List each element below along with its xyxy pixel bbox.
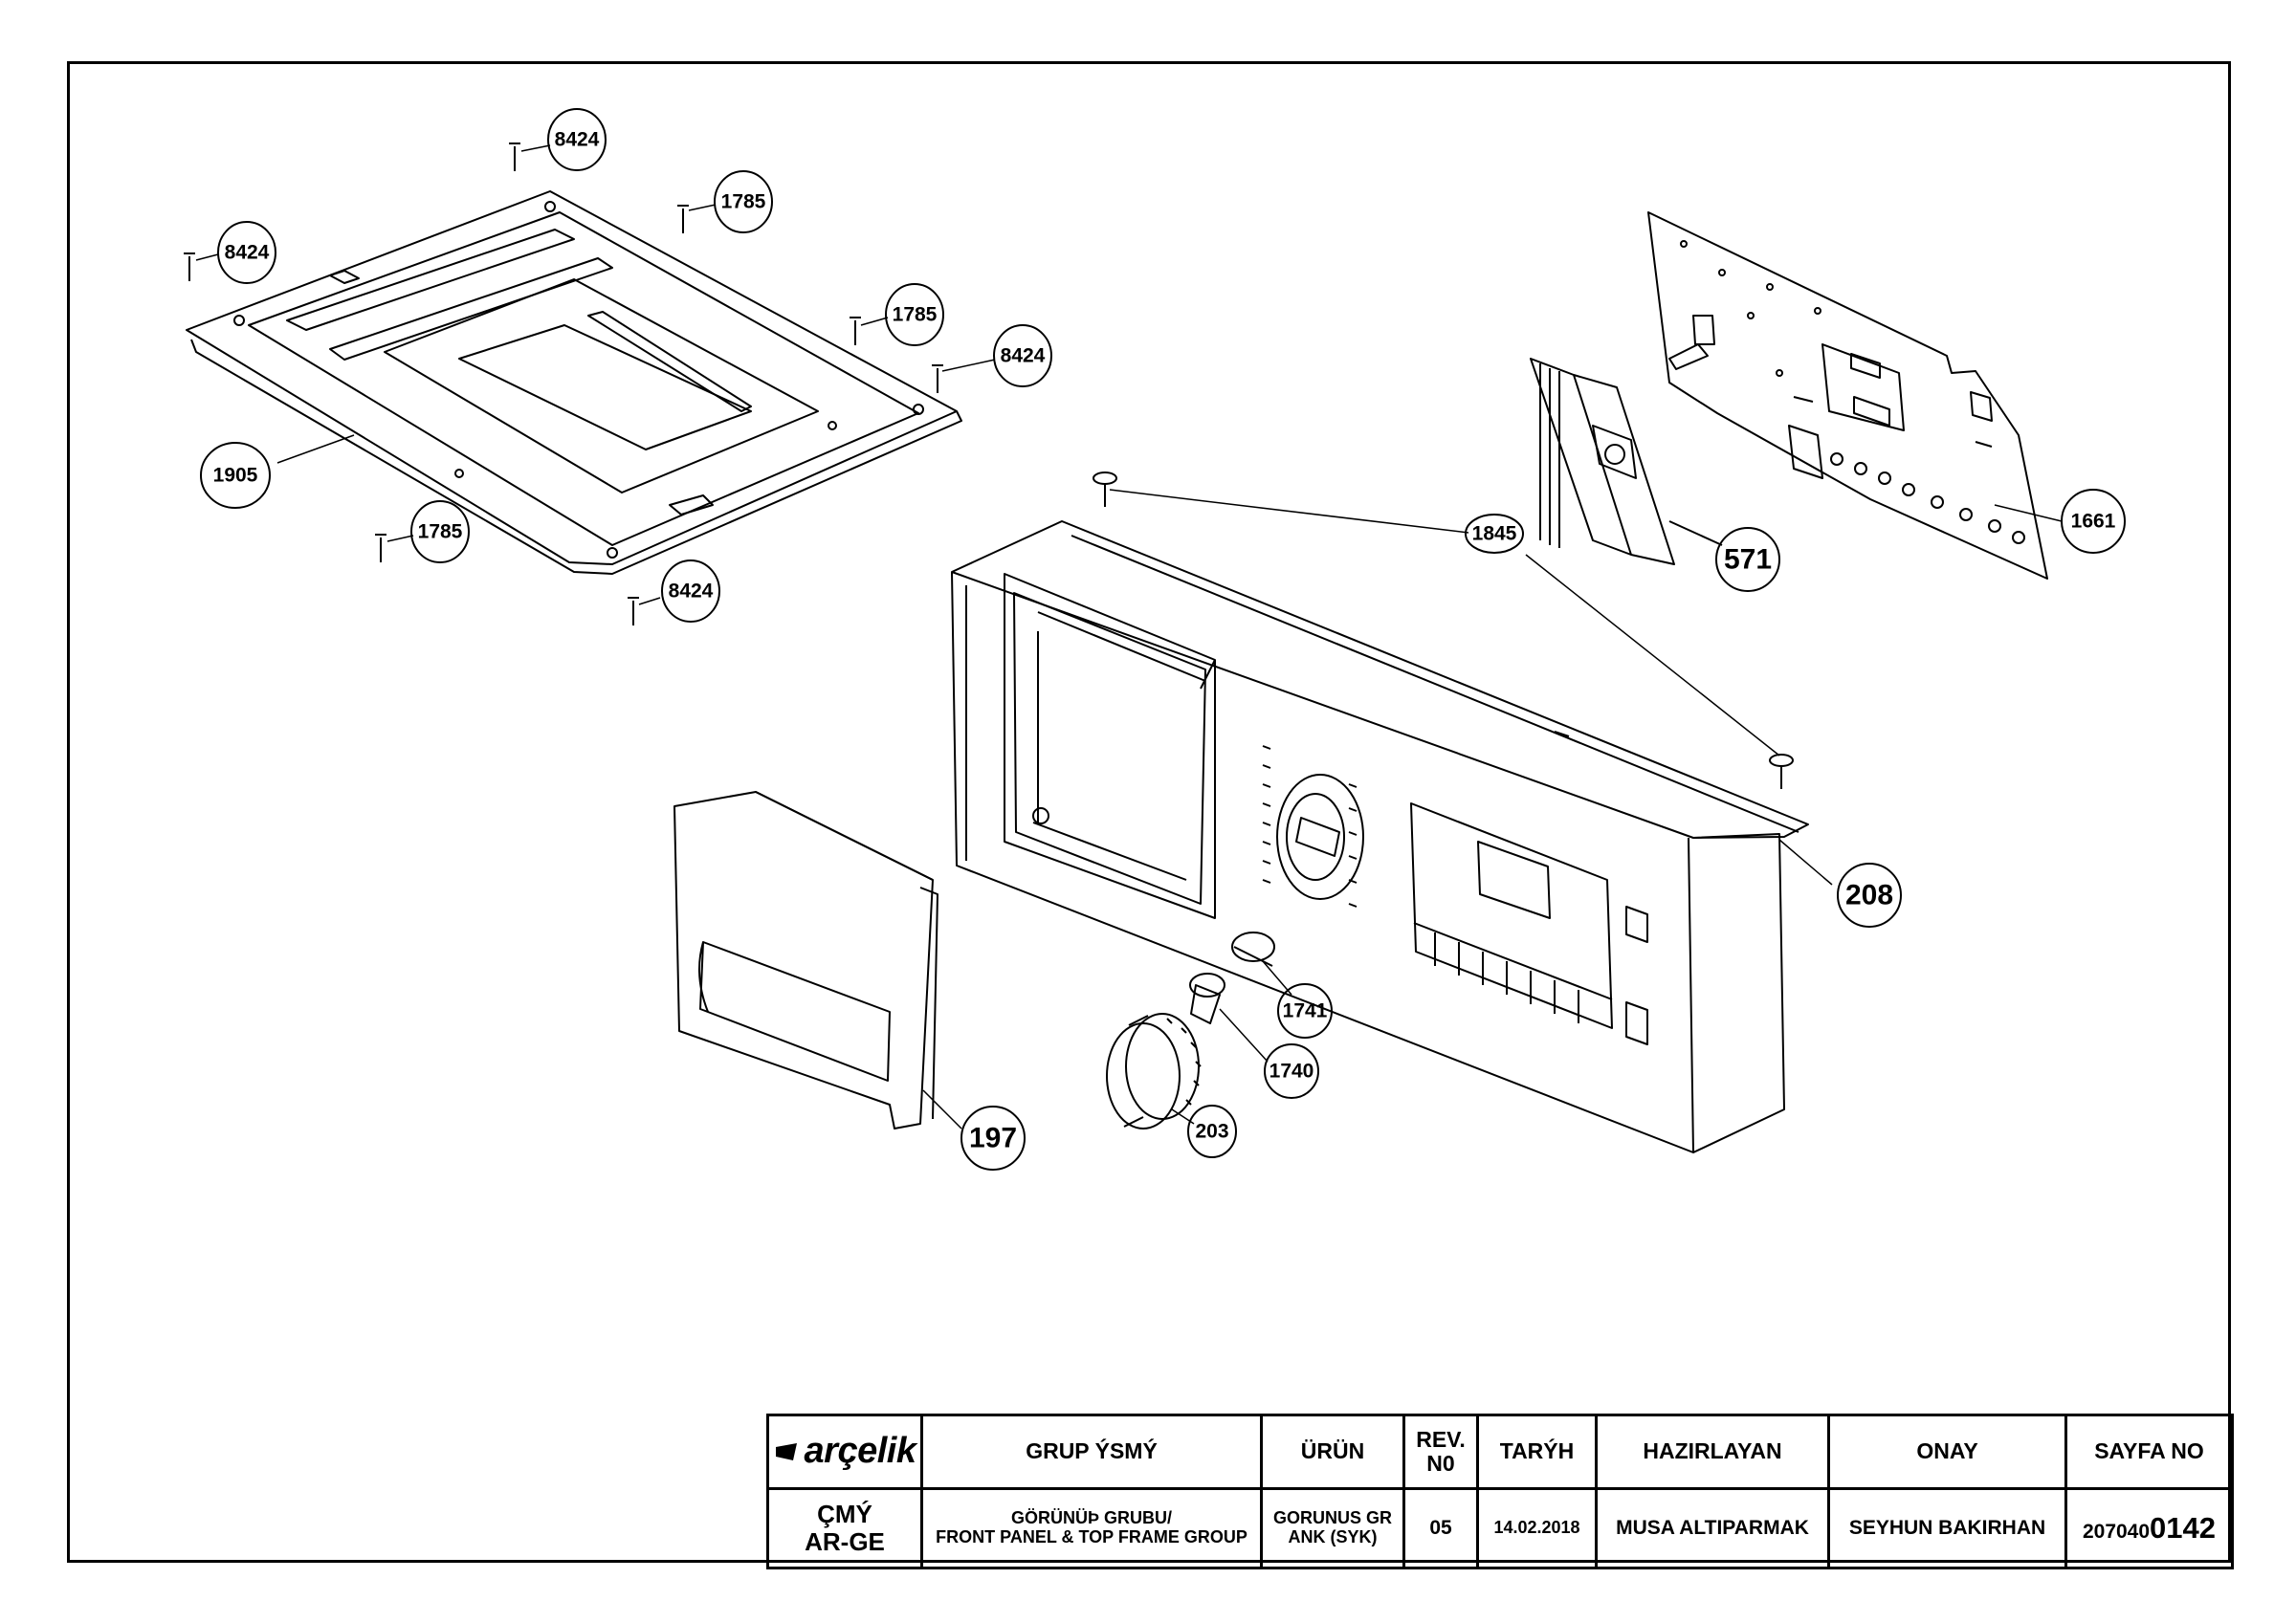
header-rev-no: REV. N0	[1402, 1414, 1479, 1490]
callout-1741: 1741	[1283, 1000, 1328, 1022]
group-name-cell: GÖRÜNÜÞ GRUBU/ FRONT PANEL & TOP FRAME G…	[920, 1487, 1263, 1569]
page-no-suffix: 0142	[2150, 1510, 2217, 1545]
program-knob	[1106, 1013, 1202, 1130]
header-date: TARÝH	[1476, 1414, 1598, 1490]
callout-1785-top: 1785	[721, 191, 766, 213]
product-cell: GORUNUS GR ANK (SYK)	[1260, 1487, 1405, 1569]
header-approval: ONAY	[1827, 1414, 2067, 1490]
callout-571: 571	[1724, 544, 1772, 576]
department-line1: ÇMÝ	[817, 1500, 872, 1529]
callout-1740: 1740	[1269, 1061, 1314, 1083]
knob-adapter-parts	[1189, 932, 1275, 1024]
product-line2: ANK (SYK)	[1288, 1527, 1378, 1546]
callout-8424-left: 8424	[225, 242, 270, 264]
department-cell: ÇMÝ AR-GE	[766, 1487, 923, 1569]
selector-bracket	[1530, 358, 1723, 565]
logo-text: arçelik	[804, 1431, 916, 1472]
callout-8424-bottom: 8424	[669, 581, 714, 603]
detergent-drawer-front	[673, 791, 938, 1130]
approval-cell: SEYHUN BAKIRHAN	[1827, 1487, 2067, 1569]
header-rev-line1: REV.	[1416, 1426, 1466, 1452]
callout-1905: 1905	[213, 465, 258, 487]
callout-1661: 1661	[2071, 511, 2116, 533]
header-rev-line2: N0	[1426, 1451, 1455, 1476]
date-cell: 14.02.2018	[1476, 1487, 1598, 1569]
header-product: ÜRÜN	[1260, 1414, 1405, 1490]
control-pcb	[1647, 211, 2048, 580]
control-panel-housing	[951, 520, 1809, 1153]
company-logo: arçelik	[766, 1414, 923, 1490]
header-group-name: GRUP ÝSMÝ	[920, 1414, 1263, 1490]
product-line1: GORUNUS GR	[1272, 1508, 1392, 1528]
top-frame-plate	[186, 190, 962, 575]
callout-1785-bottom: 1785	[418, 521, 463, 543]
header-page-no: SAYFA NO	[2064, 1414, 2234, 1490]
department-line2: AR-GE	[805, 1527, 885, 1556]
group-name-line1: GÖRÜNÜÞ GRUBU/	[1010, 1508, 1172, 1528]
screws-1845	[1093, 472, 1794, 789]
callout-circles	[200, 108, 2126, 1171]
callout-1845: 1845	[1472, 523, 1517, 545]
callout-1785-right: 1785	[893, 304, 938, 326]
arcelik-logo-icon	[775, 1442, 797, 1460]
leader-lines	[195, 144, 2063, 1130]
prepared-by-cell: MUSA ALTIPARMAK	[1595, 1487, 1830, 1569]
group-name-line2: FRONT PANEL & TOP FRAME GROUP	[936, 1527, 1247, 1546]
callout-8424-right: 8424	[1001, 345, 1046, 367]
title-block: arçelik GRUP ÝSMÝ ÜRÜN REV. N0 TARÝH HAZ…	[766, 1414, 2234, 1569]
header-prepared-by: HAZIRLAYAN	[1595, 1414, 1830, 1490]
page-no-prefix: 207040	[2082, 1520, 2151, 1543]
callout-208: 208	[1845, 880, 1893, 911]
callout-8424-top: 8424	[555, 129, 600, 151]
page-no-cell: 2070400142	[2064, 1487, 2234, 1569]
screws	[184, 143, 943, 625]
rev-cell: 05	[1402, 1487, 1479, 1569]
callout-197: 197	[969, 1123, 1017, 1154]
callout-203: 203	[1195, 1121, 1228, 1143]
